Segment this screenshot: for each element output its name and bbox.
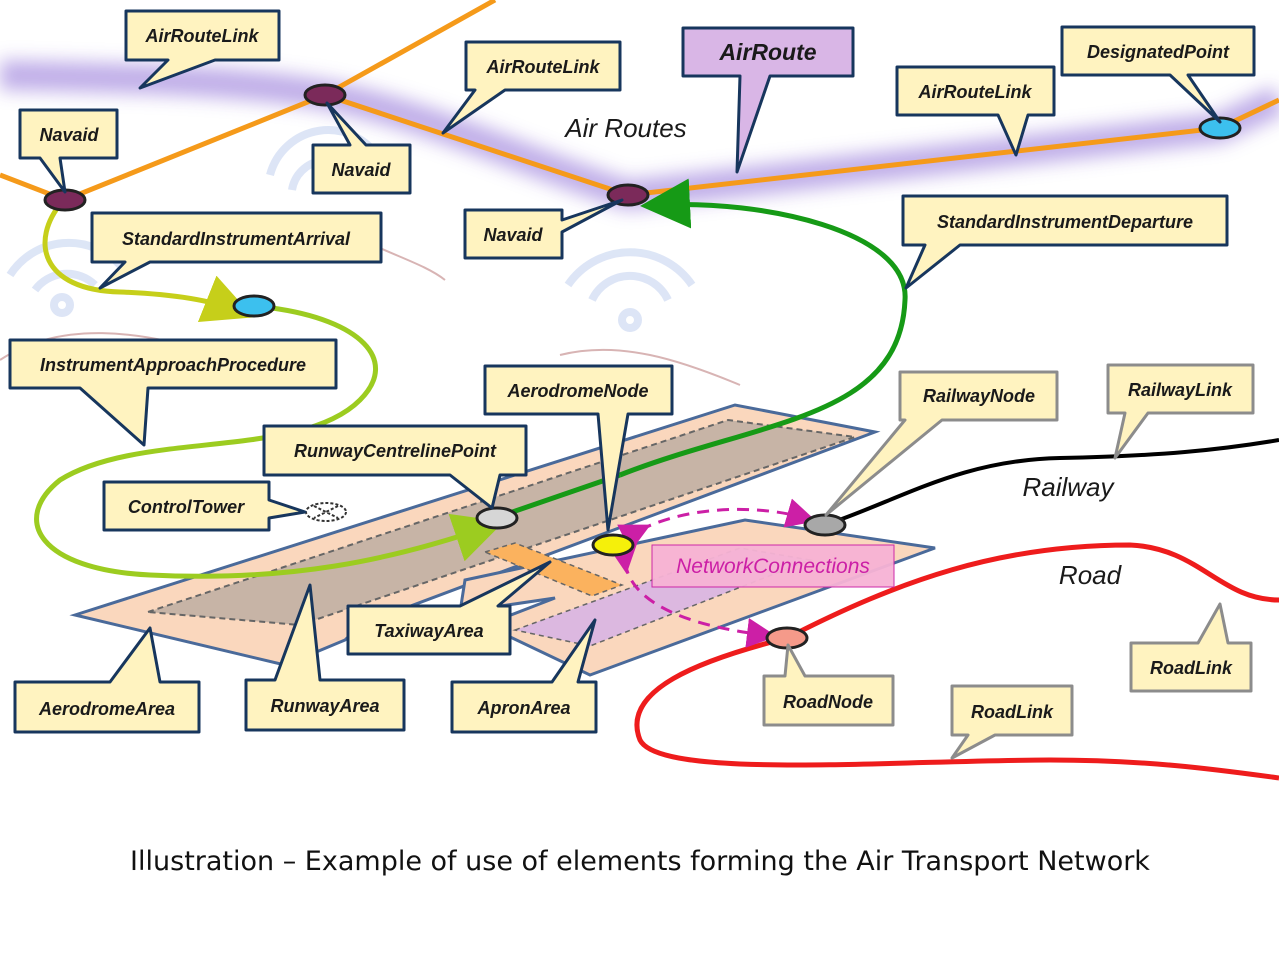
designated-point-text: DesignatedPoint (1087, 42, 1230, 62)
railway-node-callout: RailwayNode (824, 370, 1059, 517)
instrument-approach-procedure-text: InstrumentApproachProcedure (40, 355, 306, 375)
runway-centreline-point-text: RunwayCentrelinePoint (294, 441, 497, 461)
road-link-text-2: RoadLink (1150, 658, 1233, 678)
network-connection-arrows (607, 498, 817, 648)
control-tower-icon (305, 502, 347, 522)
road-link-text-1: RoadLink (971, 702, 1054, 722)
network-connections-box: NetworkConnections (651, 544, 895, 588)
apron-area-callout: ApronArea (450, 618, 598, 734)
apron-area-text: ApronArea (476, 698, 570, 718)
navaid-callout-1: Navaid (18, 108, 119, 194)
road-node-text: RoadNode (783, 692, 873, 712)
taxiway-area-callout: TaxiwayArea (346, 560, 552, 656)
railway-link-line (824, 438, 1279, 527)
standard-instrument-departure-path (619, 178, 908, 478)
navaid-text-3: Navaid (483, 225, 543, 245)
runway-area-callout: RunwayArea (244, 583, 406, 732)
navaid-text-2: Navaid (331, 160, 391, 180)
railway-node-text: RailwayNode (923, 386, 1035, 406)
network-connections-label: NetworkConnections (676, 555, 870, 578)
road-link-line-2 (634, 635, 1279, 781)
standard-instrument-departure-text: StandardInstrumentDeparture (937, 212, 1193, 232)
road-label: Road (1059, 560, 1123, 590)
air-route-label: AirRoute (718, 39, 816, 65)
air-route-link-callout-2: AirRouteLink (441, 40, 622, 135)
runway-centreline-point-callout: RunwayCentrelinePoint (262, 424, 528, 510)
railway-label: Railway (1022, 472, 1115, 502)
runway-centreline-point-node (475, 506, 519, 530)
arrival-fix-node (232, 294, 276, 318)
standard-instrument-departure-callout: StandardInstrumentDeparture (901, 194, 1229, 290)
nodes (43, 83, 1242, 650)
navaid-node-2 (303, 83, 347, 107)
air-route-callout: AirRoute (681, 26, 855, 174)
railway-link-callout: RailwayLink (1106, 363, 1255, 460)
aerodrome-node-text: AerodromeNode (506, 381, 648, 401)
road-link-line (785, 542, 1279, 641)
runway-centreline-segment (494, 472, 621, 521)
navaid-callout-3: Navaid (463, 198, 624, 260)
control-tower-text: ControlTower (128, 497, 245, 517)
standard-instrument-arrival-callout: StandardInstrumentArrival (90, 211, 383, 290)
air-routes-label: Air Routes (563, 113, 686, 143)
railway-node-marker (803, 513, 847, 537)
instrument-approach-procedure-path (34, 305, 504, 579)
aerodrome-area-text: AerodromeArea (38, 699, 175, 719)
standard-instrument-arrival-text: StandardInstrumentArrival (122, 229, 351, 249)
air-route-link-callout-1: AirRouteLink (124, 9, 281, 90)
taxiway-area-text: TaxiwayArea (374, 621, 483, 641)
road-link-callout-1: RoadLink (950, 684, 1074, 760)
designated-point-callout: DesignatedPoint (1060, 25, 1256, 124)
navaid-callout-2: Navaid (311, 101, 412, 195)
air-route-links (0, 0, 1279, 203)
air-route-link-callout-3: AirRouteLink (895, 65, 1056, 157)
air-route-link-text-1: AirRouteLink (144, 26, 259, 46)
air-route-link-text-3: AirRouteLink (917, 82, 1032, 102)
runway-area-text: RunwayArea (270, 696, 379, 716)
designated-point-node (1198, 116, 1242, 140)
road-link-callout-2: RoadLink (1129, 602, 1253, 693)
standard-instrument-arrival-path (42, 200, 254, 323)
air-route-link-text-2: AirRouteLink (485, 57, 600, 77)
navaid-text-1: Navaid (39, 125, 99, 145)
callouts: AirRouteLink AirRouteLink AirRouteLink D… (8, 9, 1256, 760)
railway-link-text: RailwayLink (1128, 380, 1233, 400)
figure-caption: Illustration – Example of use of element… (130, 846, 1150, 877)
instrument-approach-procedure-callout: InstrumentApproachProcedure (8, 338, 338, 447)
aerodrome-area-callout: AerodromeArea (13, 626, 201, 734)
aerodrome-node-callout: AerodromeNode (483, 364, 674, 532)
control-tower-callout: ControlTower (102, 480, 307, 532)
aerodrome-node-marker (591, 533, 635, 557)
road-node-callout: RoadNode (762, 643, 895, 727)
